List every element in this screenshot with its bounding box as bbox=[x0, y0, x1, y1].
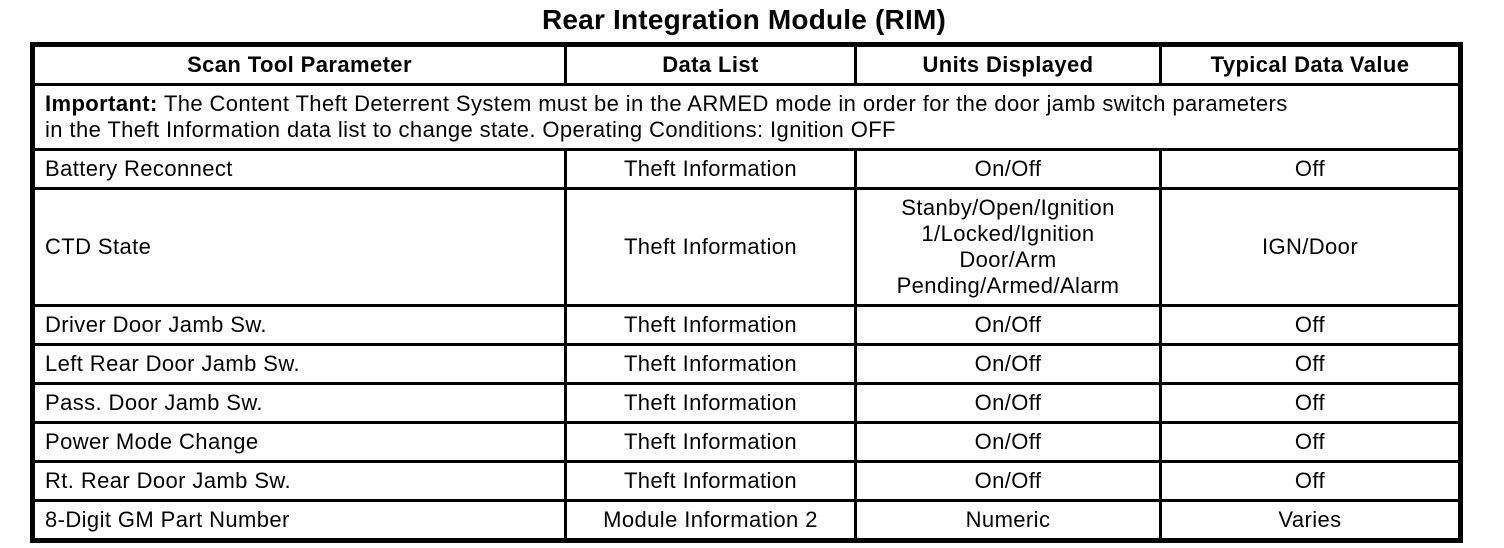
data-list-cell: Theft Information bbox=[564, 148, 857, 190]
table-row: CTD State Theft Information Stanby/Open/… bbox=[31, 187, 1462, 307]
units-cell: On/Off bbox=[854, 343, 1162, 385]
typical-value-cell: Off bbox=[1159, 343, 1462, 385]
header-typical-data-value: Typical Data Value bbox=[1159, 43, 1462, 86]
data-list-cell: Theft Information bbox=[564, 382, 857, 424]
typical-value-cell: Off bbox=[1159, 421, 1462, 463]
param-cell: Power Mode Change bbox=[31, 421, 567, 463]
typical-value-cell: Off bbox=[1159, 460, 1462, 502]
table-header-row: Scan Tool Parameter Data List Units Disp… bbox=[31, 43, 1462, 86]
important-note-cell: Important: The Content Theft Deterrent S… bbox=[31, 83, 1462, 151]
typical-value-cell: IGN/Door bbox=[1159, 187, 1462, 307]
table-row: Rt. Rear Door Jamb Sw. Theft Information… bbox=[31, 460, 1462, 502]
header-units-displayed: Units Displayed bbox=[854, 43, 1162, 86]
param-cell: Pass. Door Jamb Sw. bbox=[31, 382, 567, 424]
units-cell: On/Off bbox=[854, 304, 1162, 346]
table-row: Battery Reconnect Theft Information On/O… bbox=[31, 148, 1462, 190]
header-scan-tool-parameter: Scan Tool Parameter bbox=[31, 43, 567, 86]
data-list-cell: Theft Information bbox=[564, 187, 857, 307]
units-cell: On/Off bbox=[854, 382, 1162, 424]
data-list-cell: Theft Information bbox=[564, 343, 857, 385]
typical-value-cell: Off bbox=[1159, 382, 1462, 424]
data-list-cell: Theft Information bbox=[564, 460, 857, 502]
table-row: Driver Door Jamb Sw. Theft Information O… bbox=[31, 304, 1462, 346]
units-cell: Numeric bbox=[854, 499, 1162, 542]
scan-tool-parameter-table: Scan Tool Parameter Data List Units Disp… bbox=[30, 42, 1463, 543]
table-row: Pass. Door Jamb Sw. Theft Information On… bbox=[31, 382, 1462, 424]
param-cell: Left Rear Door Jamb Sw. bbox=[31, 343, 567, 385]
units-cell: Stanby/Open/Ignition 1/Locked/Ignition D… bbox=[854, 187, 1162, 307]
data-list-cell: Module Information 2 bbox=[564, 499, 857, 542]
param-cell: CTD State bbox=[31, 187, 567, 307]
data-list-cell: Theft Information bbox=[564, 304, 857, 346]
page-title: Rear Integration Module (RIM) bbox=[541, 4, 947, 35]
units-cell: On/Off bbox=[854, 148, 1162, 190]
header-data-list: Data List bbox=[564, 43, 857, 86]
param-cell: Battery Reconnect bbox=[31, 148, 567, 190]
table-row: 8-Digit GM Part Number Module Informatio… bbox=[31, 499, 1462, 542]
units-cell: On/Off bbox=[854, 421, 1162, 463]
table-row: Left Rear Door Jamb Sw. Theft Informatio… bbox=[31, 343, 1462, 385]
units-cell: On/Off bbox=[854, 460, 1162, 502]
param-cell: 8-Digit GM Part Number bbox=[31, 499, 567, 542]
typical-value-cell: Varies bbox=[1159, 499, 1462, 542]
table-row: Power Mode Change Theft Information On/O… bbox=[31, 421, 1462, 463]
document-content: Rear Integration Module (RIM) Scan Tool … bbox=[30, 4, 1463, 543]
important-note-text: The Content Theft Deterrent System must … bbox=[45, 91, 1288, 142]
important-note-label: Important: bbox=[45, 91, 158, 116]
important-note-row: Important: The Content Theft Deterrent S… bbox=[31, 83, 1462, 151]
typical-value-cell: Off bbox=[1159, 304, 1462, 346]
param-cell: Driver Door Jamb Sw. bbox=[31, 304, 567, 346]
typical-value-cell: Off bbox=[1159, 148, 1462, 190]
data-list-cell: Theft Information bbox=[564, 421, 857, 463]
param-cell: Rt. Rear Door Jamb Sw. bbox=[31, 460, 567, 502]
